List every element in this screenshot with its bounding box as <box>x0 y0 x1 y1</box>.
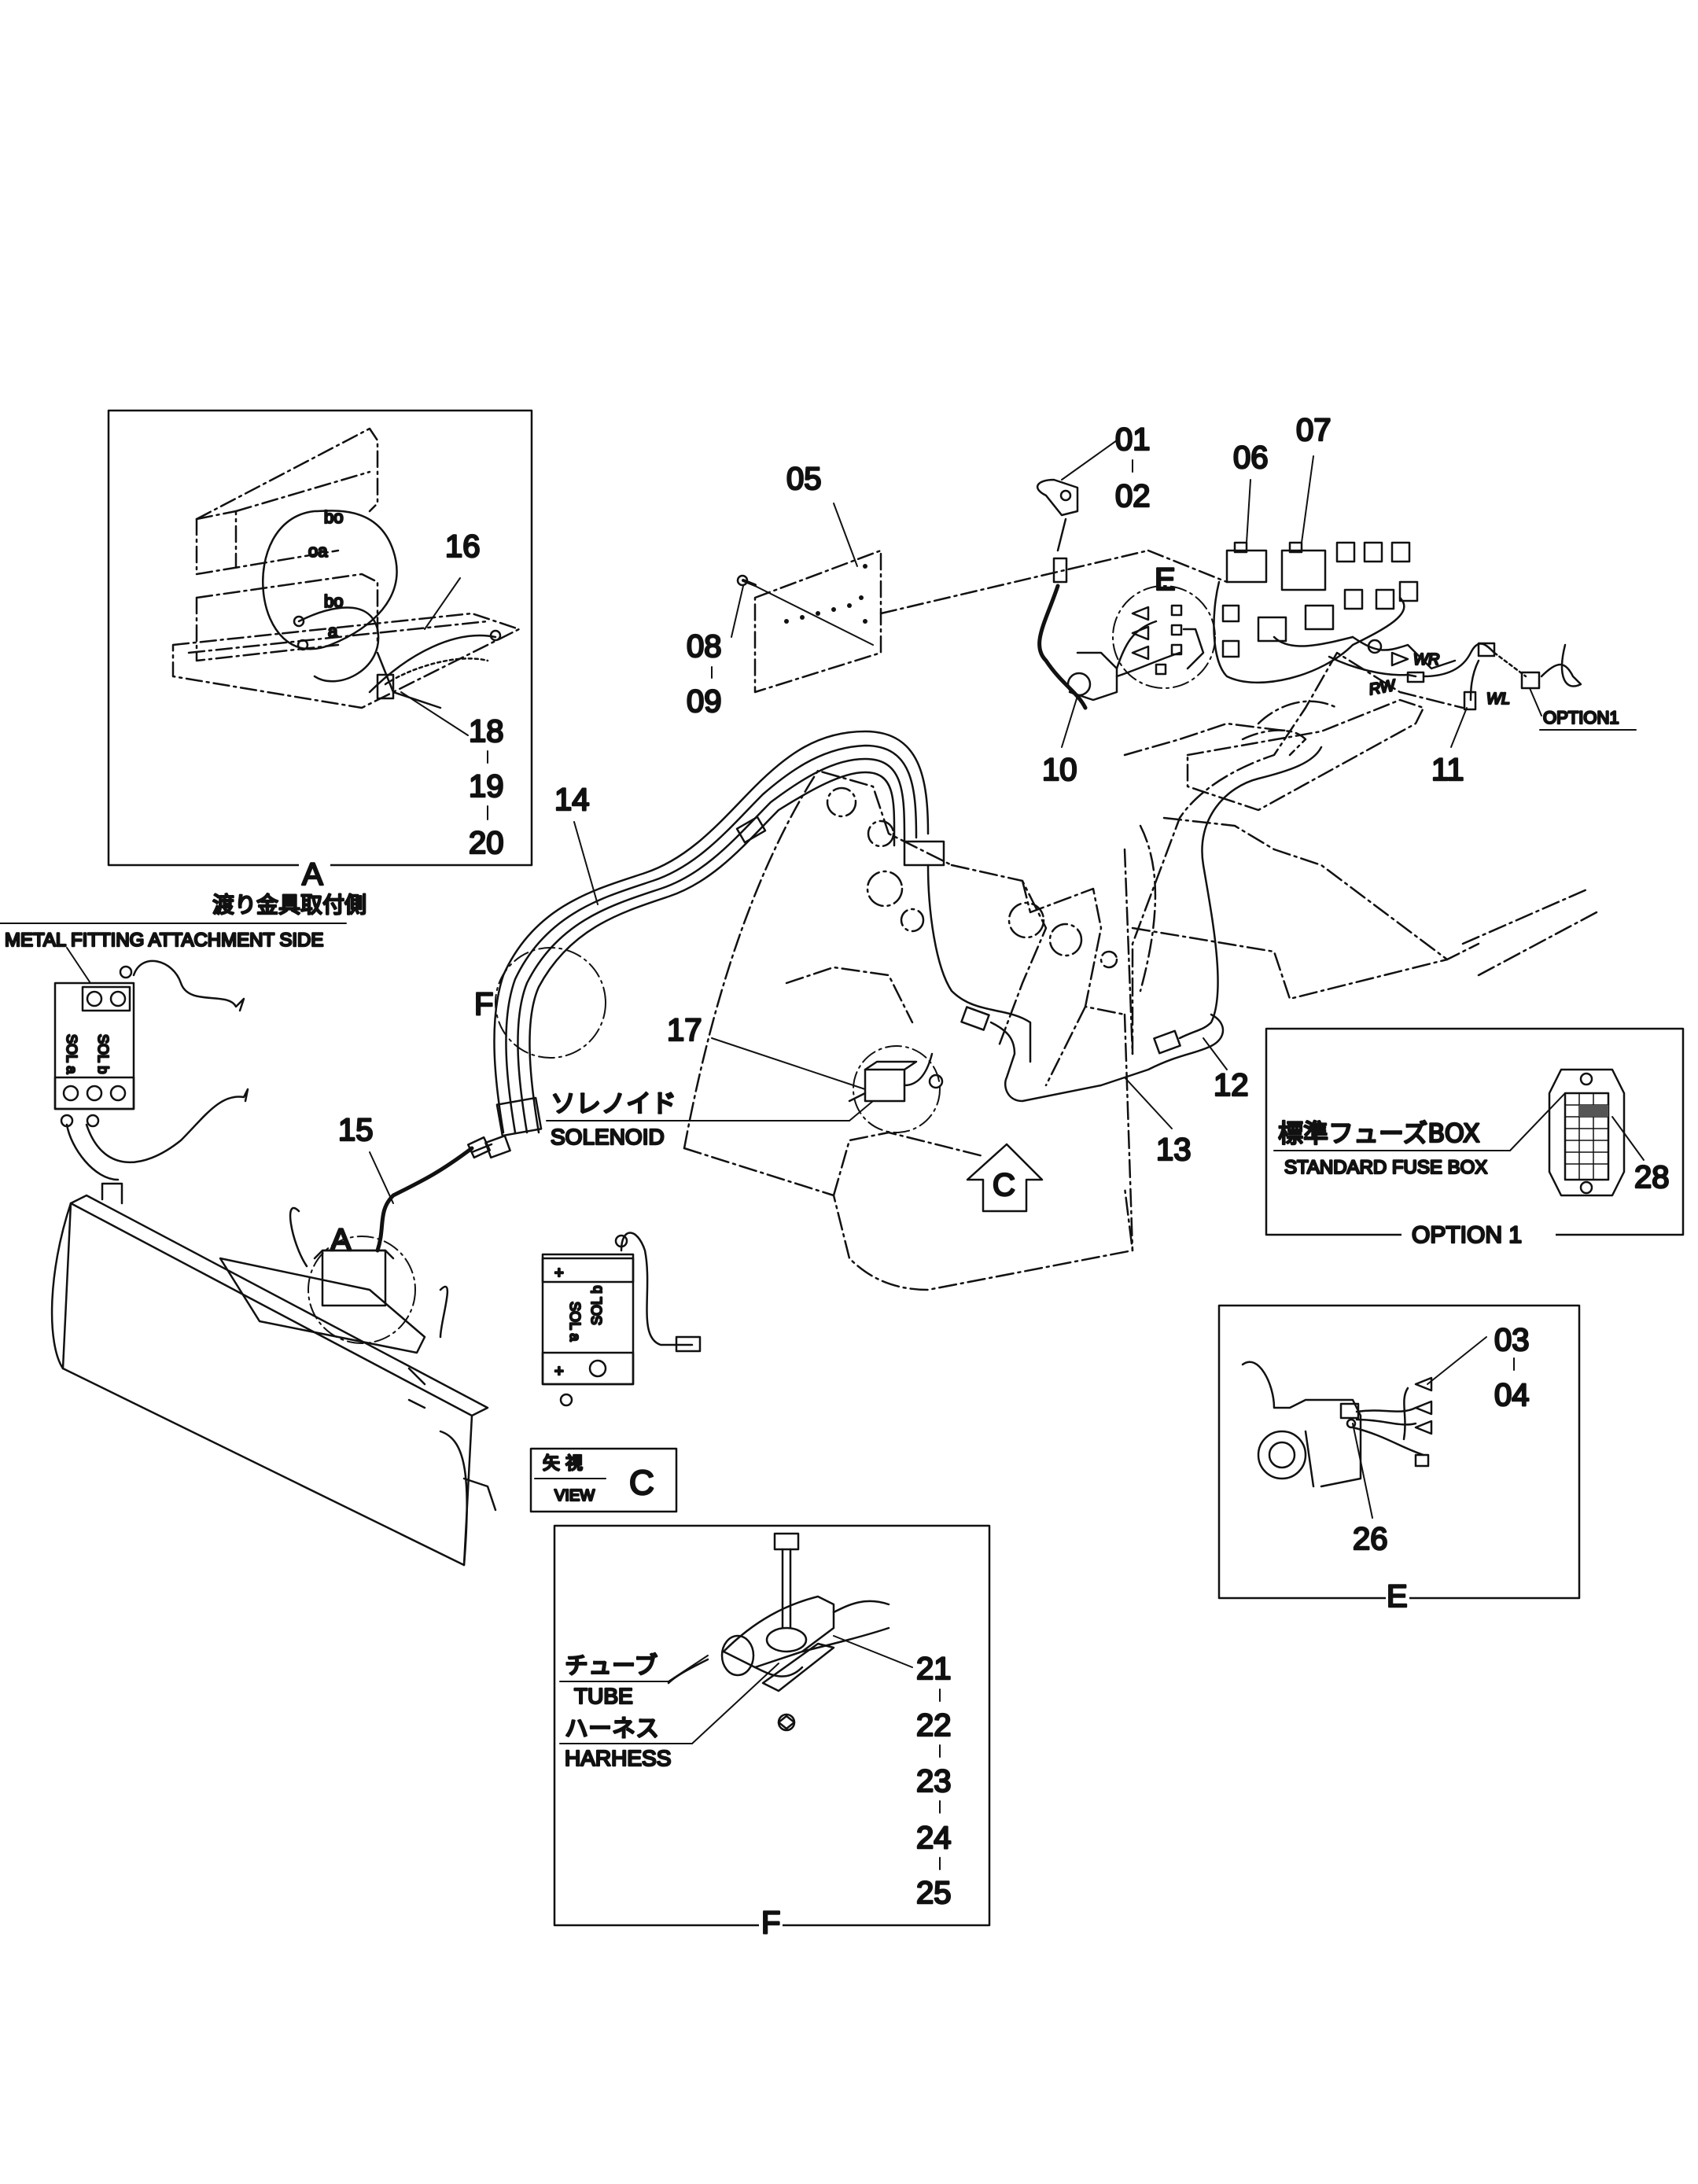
plus-sign-top: + <box>554 1265 564 1282</box>
wire-code-rw: RW <box>1368 676 1398 698</box>
part-label-08: 08 <box>687 629 722 664</box>
tube-jp: チューブ <box>565 1652 657 1680</box>
sol-b-label-center: SOL b <box>589 1286 605 1325</box>
wire-code-oa-upper: oa <box>308 541 328 561</box>
part-label-19: 19 <box>469 769 504 804</box>
detail-f-callout: F <box>474 987 493 1022</box>
sol-a-label-center: SOL a <box>567 1302 583 1342</box>
part-label-11: 11 <box>1431 753 1464 787</box>
part-label-03: 03 <box>1494 1323 1530 1357</box>
part-label-25: 25 <box>916 1876 952 1910</box>
wire-code-bo-upper: bo <box>324 507 343 527</box>
wire-code-a-lower: a <box>328 621 338 641</box>
solenoid-jp: ソレノイド <box>551 1088 676 1118</box>
part-label-05: 05 <box>786 462 822 496</box>
option1-fuse-box-panel: 標準フューズBOX STANDARD FUSE BOX 28 OPTION 1 <box>1265 1027 1685 1249</box>
part-label-02: 02 <box>1115 479 1151 514</box>
part-label-15: 15 <box>338 1113 374 1147</box>
part-label-24: 24 <box>916 1821 952 1855</box>
view-c-jp: 矢 視 <box>543 1454 583 1474</box>
key-switch-01: 01 02 10 E <box>1036 422 1216 788</box>
detail-f-panel: 21 22 23 24 25 チューブ TUBE ハーネス HARHESS F <box>553 1524 991 1941</box>
metal-fitting-jp: 渡り金具取付側 <box>212 892 366 918</box>
part-label-06: 06 <box>1233 440 1269 475</box>
part-label-13: 13 <box>1156 1133 1192 1167</box>
detail-a-callout: A <box>330 1223 352 1258</box>
part-label-14: 14 <box>554 783 590 817</box>
detail-e-caption: E <box>1387 1579 1408 1614</box>
main-frame <box>683 651 1598 1291</box>
detail-e-callout: E <box>1155 562 1176 597</box>
tube-en: TUBE <box>574 1684 633 1708</box>
part-label-20: 20 <box>469 826 504 860</box>
sol-b-label-left: SOL b <box>95 1034 111 1074</box>
relays-06-07: 06 07 WR RW WL 11 OPTION1 <box>1147 412 1637 812</box>
harness-jp: ハーネス <box>565 1715 659 1743</box>
detail-e-panel: 03 04 26 E <box>1217 1304 1581 1615</box>
option1-caption: OPTION 1 <box>1412 1222 1522 1248</box>
wire-code-bo-lower: bo <box>324 591 343 611</box>
view-c-arrow-letter: C <box>993 1168 1015 1202</box>
solenoid-17: 17 ソレノイド SOLENOID <box>546 1012 944 1150</box>
detail-a-caption: A <box>302 857 323 892</box>
view-c-letter: C <box>629 1464 654 1502</box>
part-label-09: 09 <box>687 684 722 719</box>
part-label-23: 23 <box>916 1764 952 1799</box>
fuse-box-en: STANDARD FUSE BOX <box>1284 1157 1487 1178</box>
part-label-26: 26 <box>1353 1522 1388 1556</box>
part-label-21: 21 <box>916 1652 952 1686</box>
part-label-16: 16 <box>445 529 481 564</box>
part-label-01: 01 <box>1115 422 1151 457</box>
option1-tag: OPTION1 <box>1543 708 1619 727</box>
fuse-box-jp: 標準フューズBOX <box>1278 1118 1480 1148</box>
part-label-18: 18 <box>469 714 504 749</box>
view-c-en: VIEW <box>554 1487 595 1504</box>
panel-05-assembly: 05 08 09 <box>686 461 1150 720</box>
wire-code-wl: WL <box>1486 691 1510 708</box>
view-c-solenoid-box: + + SOL a SOL b 矢 視 VIEW C <box>529 1232 702 1513</box>
metal-fitting-en: METAL FITTING ATTACHMENT SIDE <box>5 930 323 951</box>
view-c-arrow: C <box>966 1143 1044 1213</box>
part-label-22: 22 <box>916 1708 952 1743</box>
part-label-17: 17 <box>667 1013 702 1048</box>
detail-a-panel: bo oa bo a 16 18 19 20 A <box>107 409 533 893</box>
wire-code-wr: WR <box>1413 651 1439 668</box>
harness-en: HARHESS <box>565 1746 671 1770</box>
sol-a-label-left: SOL a <box>64 1034 79 1074</box>
part-label-07: 07 <box>1296 413 1332 447</box>
solenoid-en: SOLENOID <box>551 1125 665 1149</box>
harness-12-13: 12 13 <box>926 746 1323 1168</box>
hose-bundle-14: F 14 <box>470 730 945 1159</box>
part-label-28: 28 <box>1634 1160 1670 1195</box>
metal-fitting-side-solenoid: 渡り金具取付側 METAL FITTING ATTACHMENT SIDE SO… <box>0 891 367 1181</box>
dozer-blade: A 15 <box>50 1112 497 1567</box>
part-label-04: 04 <box>1494 1378 1530 1412</box>
detail-f-caption: F <box>761 1906 780 1940</box>
plus-sign-bottom: + <box>554 1363 564 1380</box>
part-label-10: 10 <box>1042 753 1077 787</box>
part-label-12: 12 <box>1214 1068 1249 1103</box>
